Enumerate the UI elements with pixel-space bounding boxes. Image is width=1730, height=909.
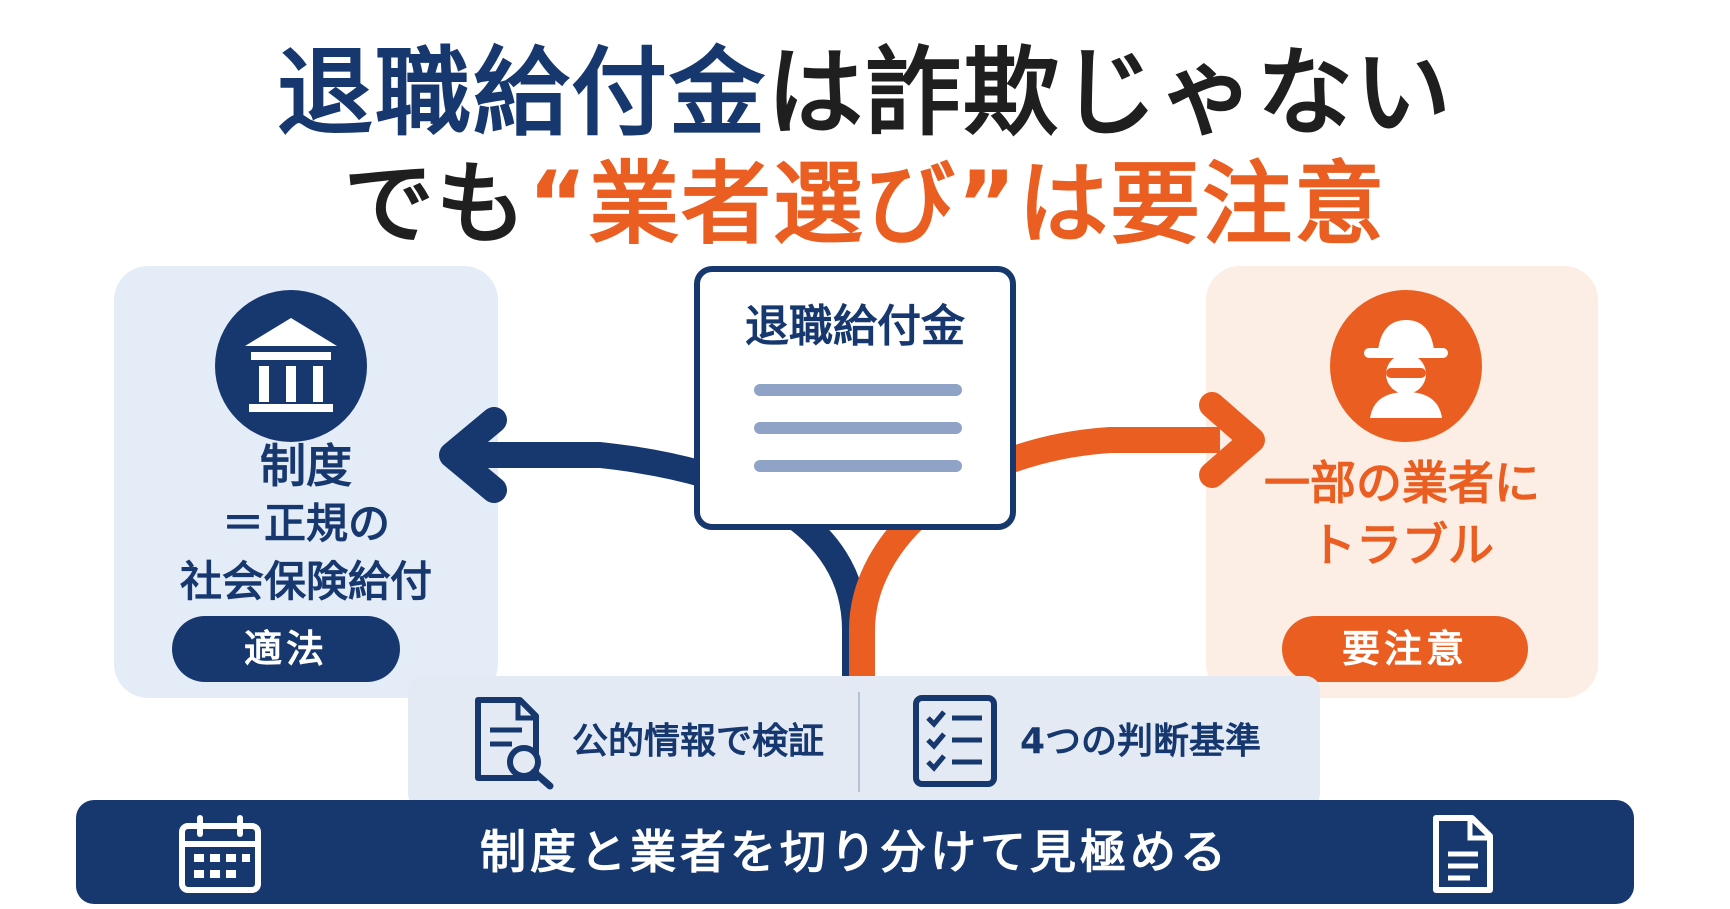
verify-public-info-label: 公的情報で検証 [572,721,825,762]
legal-badge: 適法 [172,616,400,682]
system-description-line1: ＝正規の [221,499,390,548]
title-line-2: でも“業者選び”は要注意 [0,150,1730,260]
document-line [754,460,962,472]
bottom-banner [76,800,1634,904]
system-description-line2: 社会保険給付 [179,557,432,606]
spy-icon-circle [1330,290,1482,442]
spy-icon [1364,320,1448,418]
title-line-1-rest: は詐欺じゃない [767,37,1453,149]
document-card-title: 退職給付金 [745,301,965,352]
right-arrowhead [1199,392,1265,488]
title-line-2-prefix: でも [343,152,528,257]
caution-heading-line2: トラブル [1310,518,1494,572]
verification-box [408,676,1320,808]
calendar-icon [179,815,261,893]
four-criteria-label: 4つの判断基準 [1020,721,1262,762]
title-highlight: “業者選び” [527,152,1019,257]
benefit-document-card: 退職給付金 [694,266,1016,530]
document-icon [1433,815,1493,893]
title-line-2-suffix: は要注意 [1018,152,1387,257]
system-heading: 制度 [260,439,352,493]
verification-divider [858,692,860,792]
document-line [754,422,962,434]
document-line [754,384,962,396]
bank-icon-circle [215,290,367,442]
left-arrowhead [439,407,507,503]
title-keyword: 退職給付金 [277,37,767,149]
bottom-banner-text: 制度と業者を切り分けて見極める [480,825,1230,879]
checklist-icon [913,695,997,787]
document-search-icon [475,697,554,790]
title-line-1: 退職給付金は詐欺じゃない [0,38,1730,148]
caution-badge: 要注意 [1282,616,1528,682]
bank-icon [245,318,337,412]
caution-heading-line1: 一部の業者に [1264,456,1540,510]
